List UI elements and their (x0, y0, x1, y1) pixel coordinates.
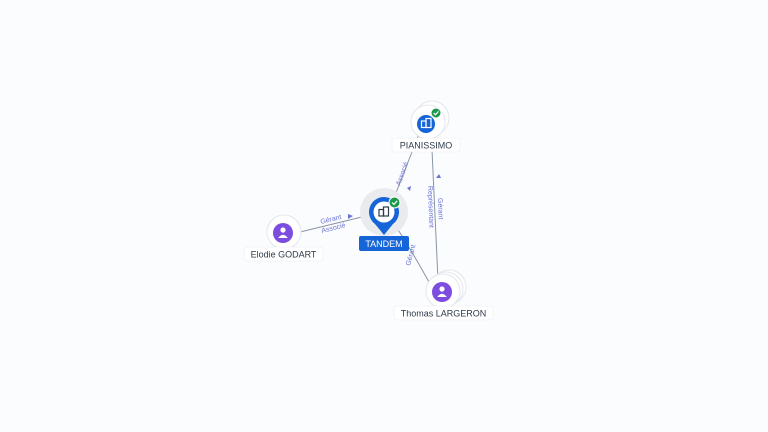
node-label-box (393, 305, 494, 321)
verified-check-icon (430, 107, 442, 119)
node-label: Thomas LARGERON (401, 309, 487, 319)
person-icon (437, 286, 447, 297)
node-elodie-godart[interactable]: Elodie GODART (243, 214, 324, 262)
node-label: TANDEM (365, 239, 402, 249)
person-badge (432, 282, 452, 302)
edge-thomas-pianissimo[interactable]: Gérant Représentant (426, 149, 444, 281)
node-label: PIANISSIMO (400, 141, 453, 151)
edge-label-representant: Représentant (426, 186, 434, 228)
edge-arrow (348, 214, 353, 219)
node-label-box (243, 246, 324, 262)
building-icon (378, 206, 390, 217)
edge-label-gerant: Gérant (320, 214, 343, 226)
edge-arrow (407, 186, 411, 191)
edge-label-gerant: Gérant (436, 198, 444, 220)
building-icon (420, 117, 432, 129)
node-label-box (391, 137, 461, 153)
edge-elodie-tandem[interactable]: Gérant Associé (299, 214, 367, 235)
verified-check-icon (388, 196, 401, 209)
node-pianissimo[interactable]: PIANISSIMO (391, 100, 461, 153)
node-tandem[interactable]: TANDEM (359, 188, 409, 251)
node-label-box (359, 236, 409, 251)
person-icon (278, 227, 288, 238)
node-thomas-largeron[interactable]: Thomas LARGERON (393, 269, 494, 321)
person-badge (273, 223, 293, 243)
node-label: Elodie GODART (251, 250, 317, 260)
edge-arrow (436, 174, 441, 178)
edge-label-associe: Associé (395, 161, 410, 187)
